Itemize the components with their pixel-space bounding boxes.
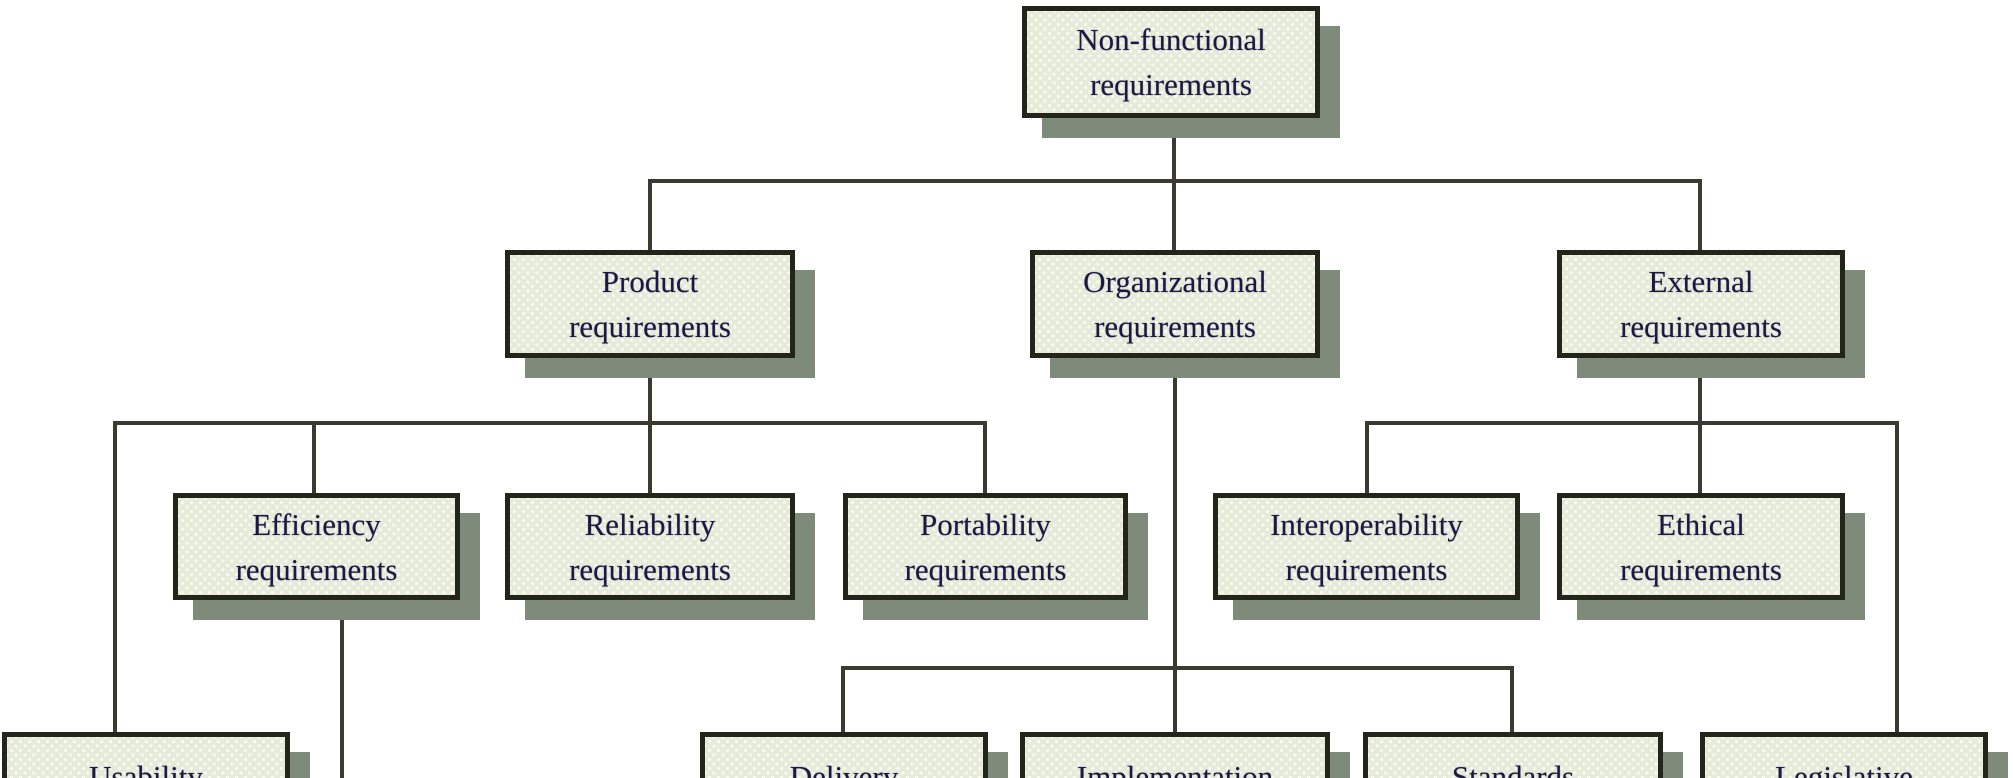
- node-label: Ethical: [1657, 506, 1745, 542]
- connector-rail-external-children: [1365, 421, 1899, 425]
- connector-drop-delivery: [841, 668, 845, 732]
- node-label: Reliability: [584, 506, 716, 542]
- node-interoperability-requirements: Interoperability requirements: [1213, 493, 1520, 600]
- node-standards-requirements: Standards: [1363, 732, 1663, 778]
- node-implementation-requirements: Implementation: [1020, 732, 1330, 778]
- node-external-requirements: External requirements: [1557, 250, 1845, 358]
- node-label: Efficiency: [252, 506, 381, 542]
- node-portability-requirements: Portability requirements: [843, 493, 1128, 600]
- node-label: Portability: [920, 506, 1051, 542]
- node-label: Product: [601, 264, 699, 299]
- node-efficiency-requirements: Efficiency requirements: [173, 493, 460, 600]
- node-ethical-requirements: Ethical requirements: [1557, 493, 1845, 600]
- node-label: requirements: [904, 551, 1067, 587]
- node-label: Organizational: [1083, 264, 1267, 299]
- node-label: Standards: [1451, 759, 1575, 778]
- node-label: External: [1648, 264, 1754, 299]
- connector-org-to-implementation: [1173, 358, 1177, 732]
- connector-rail-product-children: [113, 421, 987, 425]
- connector-drop-portability: [983, 423, 987, 493]
- connector-drop-interoperability: [1365, 423, 1369, 493]
- node-organizational-requirements: Organizational requirements: [1030, 250, 1320, 358]
- connector-root-to-organizational: [1172, 118, 1176, 250]
- node-label: requirements: [1090, 67, 1252, 102]
- node-label: Delivery: [789, 759, 899, 778]
- node-label: requirements: [1620, 309, 1782, 344]
- node-label: requirements: [1620, 551, 1782, 587]
- node-product-requirements: Product requirements: [505, 250, 795, 358]
- node-legislative-requirements: Legislative: [1700, 732, 1988, 778]
- node-label: requirements: [569, 551, 731, 587]
- connector-rail-org-children: [841, 666, 1514, 670]
- connector-drop-product: [648, 181, 652, 250]
- node-label: Interoperability: [1270, 506, 1463, 542]
- node-label: Non-functional: [1076, 22, 1266, 57]
- node-label: Usability: [89, 759, 203, 778]
- node-label: requirements: [1094, 309, 1256, 344]
- connector-drop-legislative: [1895, 423, 1899, 732]
- node-nonfunctional-requirements: Non-functional requirements: [1022, 6, 1320, 118]
- node-delivery-requirements: Delivery: [700, 732, 988, 778]
- connector-rail-level1: [648, 179, 1702, 183]
- connector-drop-efficiency: [312, 423, 316, 493]
- connector-drop-usability: [113, 423, 117, 732]
- node-label: requirements: [1285, 551, 1448, 587]
- node-usability-requirements: Usability: [2, 732, 290, 778]
- node-label: Legislative: [1775, 759, 1913, 778]
- node-reliability-requirements: Reliability requirements: [505, 493, 795, 600]
- connector-product-to-reliability: [648, 358, 652, 493]
- connector-efficiency-children: [340, 600, 344, 778]
- connector-drop-standards: [1510, 668, 1514, 732]
- node-label: Implementation: [1076, 759, 1274, 778]
- node-label: requirements: [235, 551, 398, 587]
- connector-drop-external: [1698, 181, 1702, 250]
- node-label: requirements: [569, 309, 731, 344]
- connector-external-to-ethical: [1698, 358, 1702, 493]
